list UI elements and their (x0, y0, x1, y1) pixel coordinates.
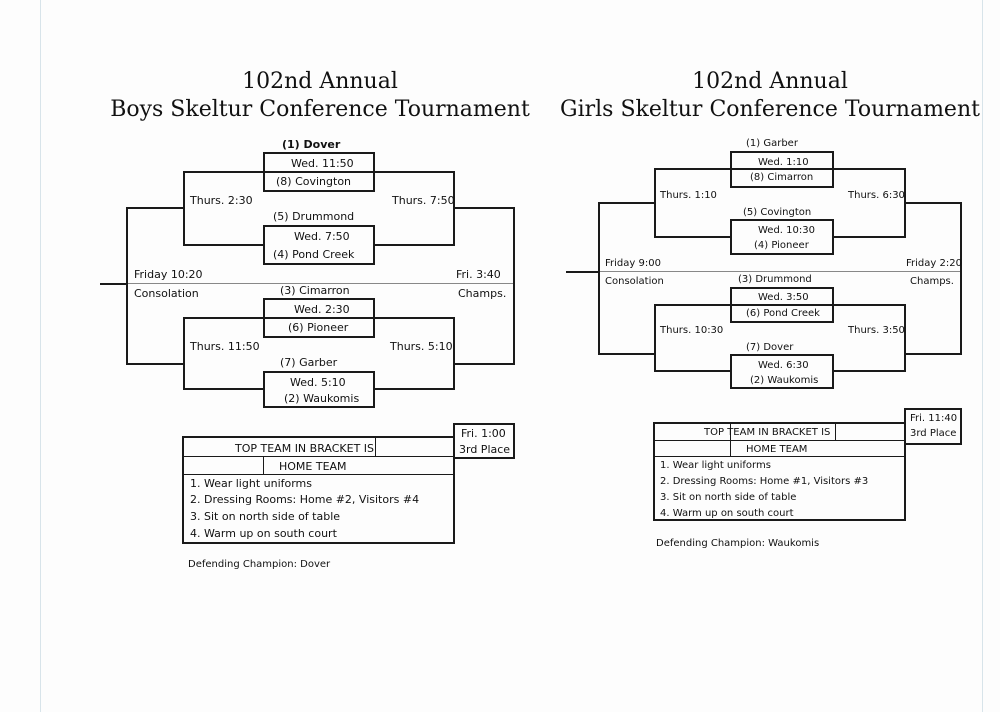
boys-semi2-left-time: Thurs. 11:50 (190, 340, 260, 353)
girls-defending-champion: Defending Champion: Waukomis (656, 538, 820, 549)
girls-seed-5: (5) Covington (743, 207, 812, 218)
girls-game-3-time: Wed. 3:50 (758, 292, 809, 303)
boys-seed-6: (6) Pioneer (288, 321, 349, 334)
boys-title: 102nd Annual Boys Skeltur Conference Tou… (100, 68, 540, 124)
boys-seed-5: (5) Drummond (273, 210, 355, 223)
girls-semi2-right-time: Thurs. 3:50 (848, 325, 905, 336)
boys-consolation-time: Friday 10:20 (134, 268, 203, 281)
girls-title-line1: 102nd Annual (692, 69, 848, 94)
boys-game-1-time: Wed. 11:50 (291, 157, 354, 170)
page-edge-left (40, 0, 41, 712)
girls-game-2-time: Wed. 10:30 (758, 225, 815, 236)
boys-seed-8: (8) Covington (276, 175, 352, 188)
boys-game-3-time: Wed. 2:30 (294, 303, 350, 316)
boys-seed-7: (7) Garber (280, 356, 338, 369)
girls-rule-4: 4. Warm up on south court (660, 508, 794, 519)
boys-rule-4: 4. Warm up on south court (190, 527, 337, 540)
boys-title-line2: Boys Skeltur Conference Tournament (110, 97, 530, 122)
girls-top-team-note: TOP TEAM IN BRACKET IS (704, 427, 831, 438)
boys-third-label: 3rd Place (459, 443, 511, 456)
boys-semi1-left-time: Thurs. 2:30 (190, 194, 253, 207)
girls-rule-2: 2. Dressing Rooms: Home #1, Visitors #3 (660, 476, 869, 487)
girls-title: 102nd Annual Girls Skeltur Conference To… (560, 68, 980, 124)
girls-game-4-time: Wed. 6:30 (758, 360, 809, 371)
boys-third-time: Fri. 1:00 (461, 427, 506, 440)
girls-third-label: 3rd Place (910, 428, 957, 439)
boys-consolation-label: Consolation (134, 287, 199, 300)
girls-semi1-right-time: Thurs. 6:30 (848, 190, 905, 201)
girls-seed-4: (4) Pioneer (754, 240, 809, 251)
girls-champ-time: Friday 2:20 (906, 258, 962, 269)
girls-semi2-left-time: Thurs. 10:30 (660, 325, 724, 336)
boys-defending-champion: Defending Champion: Dover (188, 559, 331, 570)
boys-title-line1: 102nd Annual (242, 69, 398, 94)
boys-rule-1: 1. Wear light uniforms (190, 477, 313, 490)
boys-champ-time: Fri. 3:40 (456, 268, 501, 281)
girls-game-1-time: Wed. 1:10 (758, 157, 809, 168)
girls-seed-7: (7) Dover (746, 342, 794, 353)
page-edge-right (982, 0, 983, 712)
girls-rule-1: 1. Wear light uniforms (660, 460, 771, 471)
girls-seed-1: (1) Garber (746, 138, 798, 149)
girls-semi1-left-time: Thurs. 1:10 (660, 190, 717, 201)
girls-champ-label: Champs. (910, 276, 954, 287)
girls-consolation-label: Consolation (605, 276, 664, 287)
girls-third-time: Fri. 11:40 (910, 413, 958, 424)
boys-game-4-time: Wed. 5:10 (290, 376, 346, 389)
boys-semi1-right-time: Thurs. 7:50 (392, 194, 455, 207)
girls-title-line2: Girls Skeltur Conference Tournament (560, 97, 980, 122)
boys-rule-3: 3. Sit on north side of table (190, 510, 341, 523)
girls-seed-2: (2) Waukomis (750, 375, 819, 386)
girls-seed-8: (8) Cimarron (750, 172, 814, 183)
girls-consolation-time: Friday 9:00 (605, 258, 661, 269)
girls-seed-3: (3) Drummond (738, 274, 812, 285)
boys-seed-3: (3) Cimarron (280, 284, 350, 297)
boys-champ-label: Champs. (458, 287, 507, 300)
girls-rule-3: 3. Sit on north side of table (660, 492, 797, 503)
boys-game-2-time: Wed. 7:50 (294, 230, 350, 243)
boys-semi2-right-time: Thurs. 5:10 (390, 340, 453, 353)
boys-rule-2: 2. Dressing Rooms: Home #2, Visitors #4 (190, 493, 420, 506)
boys-top-team-note: TOP TEAM IN BRACKET IS (235, 442, 375, 455)
boys-seed-2: (2) Waukomis (284, 392, 360, 405)
girls-seed-6: (6) Pond Creek (746, 308, 820, 319)
boys-seed-1: (1) Dover (282, 138, 341, 151)
boys-seed-4: (4) Pond Creek (273, 248, 355, 261)
boys-home-team-note: HOME TEAM (279, 460, 347, 473)
girls-home-team-note: HOME TEAM (746, 444, 808, 455)
